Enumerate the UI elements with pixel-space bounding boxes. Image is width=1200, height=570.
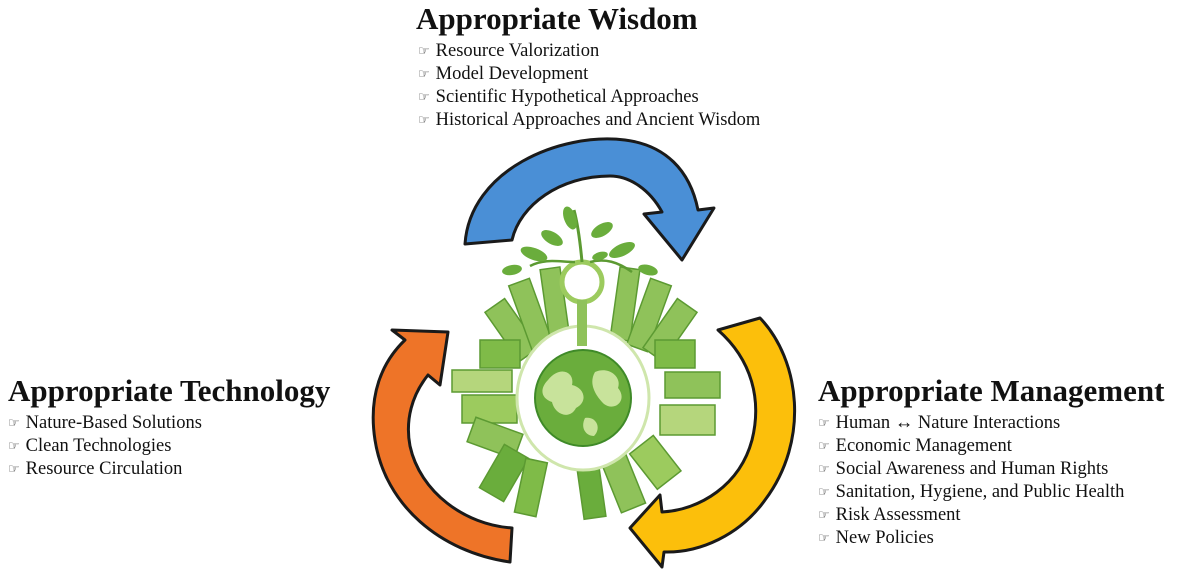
wisdom-list: ☞ Resource Valorization ☞ Model Development… [418,40,760,132]
management-list-item: ☞ Social Awareness and Human Rights [818,458,1164,481]
technology-section: Appropriate Technology ☞ Nature-Based Sol… [8,374,330,481]
yellow-cycle-arrow [628,316,797,569]
wisdom-list-item: ☞ Historical Approaches and Ancient Wisdo… [418,109,760,132]
pointing-hand-icon: ☞ [8,462,20,477]
management-item-text: Risk Assessment [835,505,961,525]
wisdom-item-text: Scientific Hypothetical Approaches [435,87,699,107]
pointing-hand-icon: ☞ [8,439,20,454]
management-list-item: ☞ Human ↔ Nature Interactions [818,412,1164,435]
orange-cycle-arrow [371,328,514,564]
management-list-item: ☞ Sanitation, Hygiene, and Public Health [818,481,1164,504]
pointing-hand-icon: ☞ [418,113,430,128]
technology-item-text: Resource Circulation [25,459,183,479]
management-item-text: New Policies [835,528,934,548]
wisdom-list-item: ☞ Resource Valorization [418,40,760,63]
pointing-hand-icon: ☞ [818,416,830,431]
pointing-hand-icon: ☞ [418,67,430,82]
management-section: Appropriate Management ☞ Human ↔ Nature I… [818,374,1164,550]
pointing-hand-icon: ☞ [818,485,830,500]
management-list-item: ☞ Economic Management [818,435,1164,458]
eco-city-illustration [451,206,721,521]
pointing-hand-icon: ☞ [418,90,430,105]
pointing-hand-icon: ☞ [818,439,830,454]
technology-list-item: ☞ Nature-Based Solutions [8,412,330,435]
technology-list-item: ☞ Clean Technologies [8,435,330,458]
technology-title: Appropriate Technology [8,373,331,408]
wisdom-list-item: ☞ Model Development [418,63,760,86]
blue-cycle-arrow [463,137,716,262]
management-item-text: Sanitation, Hygiene, and Public Health [835,482,1125,502]
management-title: Appropriate Management [818,373,1165,408]
wisdom-list-item: ☞ Scientific Hypothetical Approaches [418,86,760,109]
wisdom-item-text: Model Development [435,64,589,84]
technology-item-text: Clean Technologies [25,436,172,456]
technology-item-text: Nature-Based Solutions [25,413,202,433]
wisdom-section: Appropriate Wisdom ☞ Resource Valorizatio… [416,2,760,132]
wisdom-item-text: Resource Valorization [435,41,600,61]
management-list-item: ☞ Risk Assessment [818,504,1164,527]
pointing-hand-icon: ☞ [818,531,830,546]
management-item-text: Human ↔ Nature Interactions [835,413,1061,433]
management-list: ☞ Human ↔ Nature Interactions ☞ Economic Ma… [818,412,1164,550]
wisdom-title: Appropriate Wisdom [416,1,698,36]
management-item-text: Social Awareness and Human Rights [835,459,1109,479]
technology-list: ☞ Nature-Based Solutions ☞ Clean Technologi… [8,412,330,481]
pointing-hand-icon: ☞ [418,44,430,59]
wisdom-item-text: Historical Approaches and Ancient Wisdom [435,110,761,130]
technology-list-item: ☞ Resource Circulation [8,458,330,481]
pointing-hand-icon: ☞ [8,416,20,431]
management-item-text: Economic Management [835,436,1012,456]
management-list-item: ☞ New Policies [818,527,1164,550]
pointing-hand-icon: ☞ [818,508,830,523]
pointing-hand-icon: ☞ [818,462,830,477]
